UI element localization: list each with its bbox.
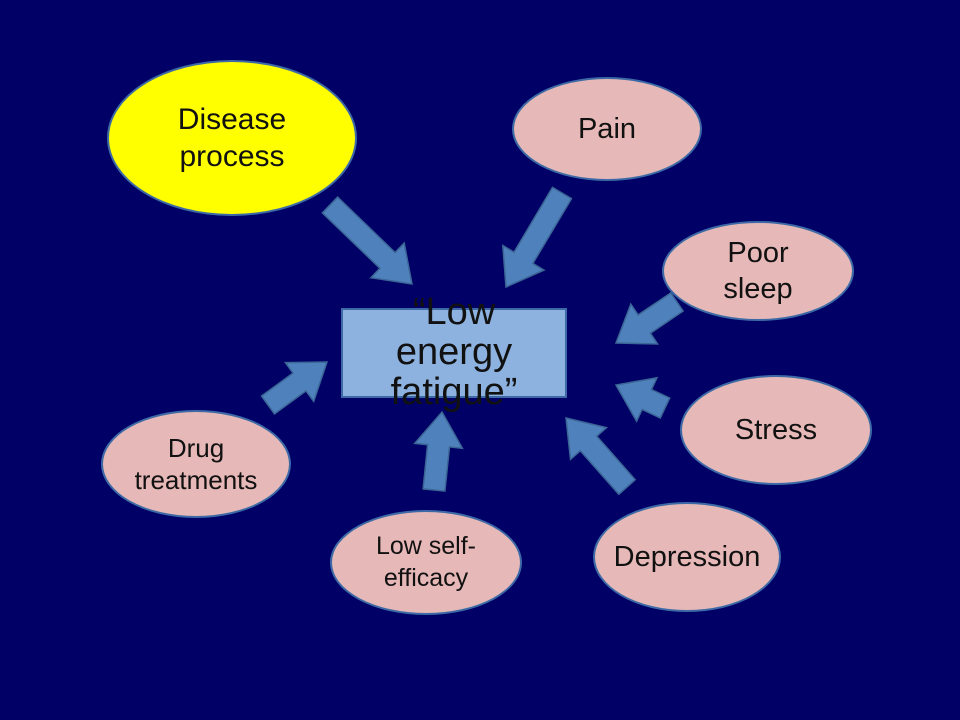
node-stress: Stress bbox=[680, 375, 872, 485]
node-label-stress: Stress bbox=[734, 413, 818, 446]
arrow-disease-process bbox=[321, 196, 413, 285]
node-label-disease-process: Disease process bbox=[177, 102, 287, 174]
node-depression: Depression bbox=[593, 502, 781, 612]
node-label-low-self-efficacy: Low self-efficacy bbox=[375, 532, 477, 592]
node-label-pain: Pain bbox=[577, 112, 637, 145]
arrow-stress bbox=[614, 376, 671, 423]
arrow-poor-sleep bbox=[614, 291, 685, 345]
node-drug-treatments: Drug treatments bbox=[101, 410, 291, 518]
node-label-depression: Depression bbox=[613, 540, 761, 573]
node-disease-process: Disease process bbox=[107, 60, 357, 216]
arrow-drug-treatments bbox=[260, 361, 329, 415]
node-label-poor-sleep: Poor sleep bbox=[723, 236, 793, 305]
node-poor-sleep: Poor sleep bbox=[662, 221, 854, 321]
node-pain: Pain bbox=[512, 77, 702, 181]
arrow-pain bbox=[501, 186, 573, 289]
node-low-self-efficacy: Low self-efficacy bbox=[330, 510, 522, 615]
node-label-drug-treatments: Drug treatments bbox=[134, 432, 258, 496]
center-label: “Low energy fatigue” bbox=[390, 291, 518, 413]
center-box-low-energy-fatigue: “Low energy fatigue” bbox=[341, 292, 567, 412]
arrow-low-self-efficacy bbox=[413, 410, 464, 492]
arrow-depression bbox=[565, 417, 637, 496]
